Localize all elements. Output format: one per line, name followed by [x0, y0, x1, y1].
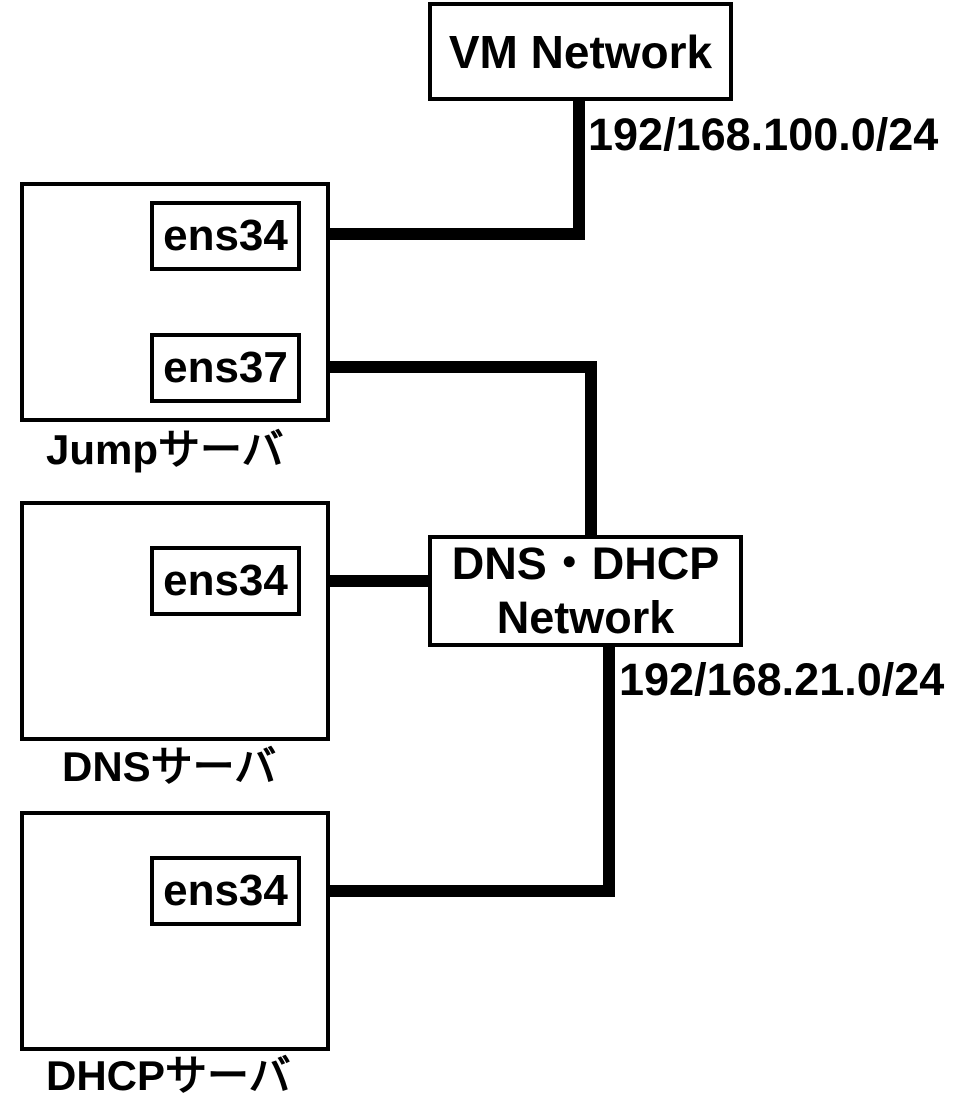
dns-ens34-label: ens34 [163, 556, 288, 605]
link-dns-ens34-horizontal [301, 575, 430, 587]
link-dhcp-ens34-horizontal [301, 885, 615, 897]
dns-dhcp-network-box: DNS・DHCP Network [428, 535, 743, 647]
jump-ens37-label: ens37 [163, 343, 288, 392]
jump-server-label: Jumpサーバ [46, 426, 284, 473]
subnet-label-vm-network: 192/168.100.0/24 [588, 109, 939, 160]
dns-ens34-box: ens34 [150, 546, 301, 616]
link-vmnetwork-vertical [573, 99, 585, 240]
link-jump-ens37-horizontal [301, 361, 597, 373]
dns-server-label: DNSサーバ [62, 743, 277, 790]
vm-network-box: VM Network [428, 2, 733, 101]
dhcp-ens34-box: ens34 [150, 856, 301, 926]
jump-ens37-box: ens37 [150, 333, 301, 403]
dns-dhcp-network-label-line2: Network [496, 592, 675, 643]
link-jump-ens34-horizontal [301, 228, 585, 240]
link-ens37-to-dnsdhcp-vertical [585, 361, 597, 539]
jump-ens34-box: ens34 [150, 201, 301, 271]
dns-server-box [20, 501, 330, 741]
vm-network-label: VM Network [448, 25, 713, 78]
subnet-label-dns-dhcp-network: 192/168.21.0/24 [619, 654, 945, 705]
dhcp-ens34-label: ens34 [163, 866, 288, 915]
link-dnsdhcp-vertical [603, 640, 615, 897]
dns-dhcp-network-label-line1: DNS・DHCP [451, 538, 720, 589]
dhcp-server-box [20, 811, 330, 1051]
jump-ens34-label: ens34 [163, 211, 288, 260]
dhcp-server-label: DHCPサーバ [46, 1052, 291, 1099]
